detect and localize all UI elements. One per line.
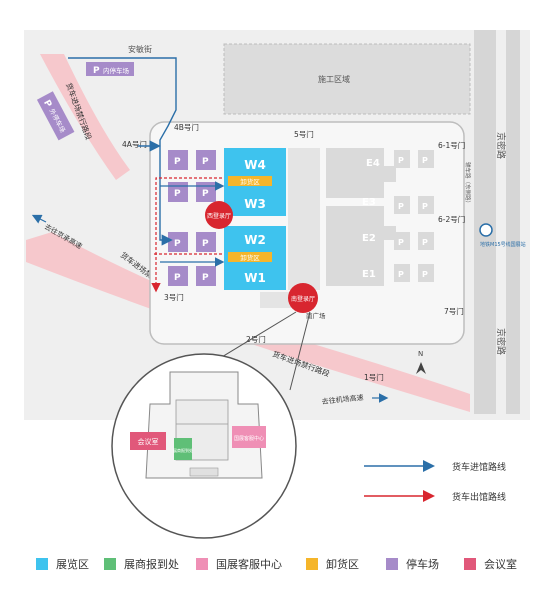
west-parking: P P P P P P P P [168, 150, 216, 286]
inner-parking-label: 内停车场 [103, 66, 130, 75]
compass: N [416, 350, 426, 374]
inset-checkin-label: 展商报到处 [173, 447, 193, 453]
gate-2: 2号门 [246, 335, 266, 344]
svg-text:P: P [422, 202, 428, 211]
hall-w3-label: W3 [244, 197, 266, 211]
inset-meeting-room [130, 432, 166, 450]
legend-label: 卸货区 [326, 558, 359, 571]
svg-text:E3: E3 [362, 197, 376, 208]
jingmi-road-edge [506, 30, 520, 414]
west-registration-label: 西登录厅 [207, 212, 231, 220]
gate-1: 1号门 [364, 373, 384, 382]
svg-text:P: P [398, 270, 404, 279]
east-halls: E4 E3 E2 E1 [326, 148, 396, 286]
compass-label: N [418, 350, 423, 358]
gate-6-2: 6-2号门 [438, 215, 465, 224]
legend-item-meeting: 会议室 [464, 556, 517, 572]
svg-text:P: P [174, 157, 181, 167]
legend-swatch [196, 558, 208, 570]
south-registration-hall [288, 283, 318, 313]
legend-item-checkin: 展商报到处 [104, 556, 179, 572]
svg-text:E4: E4 [366, 158, 380, 169]
to-jingcheng-arrow [31, 214, 47, 224]
svg-text:P: P [202, 157, 209, 167]
legend-label: 国展客服中心 [216, 558, 282, 571]
legend-item-service: 国展客服中心 [196, 556, 282, 572]
legend-label: 会议室 [484, 558, 517, 571]
jingmi-label-bottom: 京密路 [495, 328, 507, 355]
inner-parking-p: P [93, 66, 100, 76]
unload-zone-lower [228, 252, 272, 262]
inset-meeting-label: 会议室 [138, 437, 159, 446]
exit-route-legend-label: 货车出馆路线 [452, 491, 506, 503]
jingmi-road [474, 30, 496, 414]
legend-item-unload: 卸货区 [306, 556, 359, 572]
restricted-road-diagonal-a [40, 54, 130, 180]
hall-w2-label: W2 [244, 233, 266, 247]
svg-text:P: P [174, 189, 181, 199]
east-parking: P P P P P P P P [394, 150, 434, 282]
jingmi-label-top: 京密路 [495, 132, 507, 159]
unload-zone-upper-label: 卸货区 [240, 177, 260, 186]
gate-3: 3号门 [164, 293, 184, 302]
outer-parking: P 外停车场 [36, 91, 75, 141]
legend-swatch [306, 558, 318, 570]
svg-text:E1: E1 [362, 269, 376, 280]
svg-text:P: P [398, 238, 404, 247]
svg-text:P: P [202, 239, 209, 249]
construction-zone [223, 43, 471, 115]
legend-swatch [464, 558, 476, 570]
legend-label: 停车场 [406, 558, 439, 571]
gate-5: 5号门 [294, 130, 314, 139]
hall-w4-label: W4 [244, 158, 266, 172]
exit-route [151, 177, 222, 293]
unload-zone-lower-label: 卸货区 [240, 253, 260, 262]
legend-swatch [386, 558, 398, 570]
legend-swatch [36, 558, 48, 570]
south-square-label: 南广场 [306, 311, 326, 320]
inset-service-center [232, 426, 266, 448]
gate-4b: 4B号门 [174, 123, 199, 132]
west-registration-hall [205, 201, 233, 229]
metro-icon [479, 223, 493, 237]
svg-text:P: P [41, 99, 53, 110]
metro-label: 地铁M15号线国展站 [480, 241, 526, 248]
map-legend: 展览区 展商报到处 国展客服中心 卸货区 停车场 会议室 [0, 548, 554, 588]
callout-line-right [289, 311, 311, 391]
entry-route-legend-label: 货车进馆路线 [452, 461, 506, 473]
svg-text:P: P [422, 238, 428, 247]
construction-label: 施工区域 [318, 74, 350, 84]
inset-service-label: 国展客服中心 [234, 435, 264, 442]
gate-7: 7号门 [444, 307, 464, 316]
south-registration-label: 南登录厅 [291, 295, 315, 303]
legend-item-parking: 停车场 [386, 556, 439, 572]
unload-zone-upper [228, 176, 272, 186]
to-airport-label: 去往机场高速 [321, 393, 364, 406]
central-corridor [288, 148, 320, 290]
legend-item-hall: 展览区 [36, 556, 89, 572]
inset-checkin [174, 438, 192, 460]
legend-label: 展商报到处 [124, 558, 179, 571]
anmin-street-label: 安敏街 [128, 44, 152, 54]
svg-text:P: P [202, 273, 209, 283]
legend-label: 展览区 [56, 558, 89, 571]
svg-text:P: P [422, 270, 428, 279]
svg-text:E2: E2 [362, 233, 376, 244]
svg-text:P: P [422, 156, 428, 165]
entry-route [68, 57, 177, 246]
svg-text:P: P [202, 189, 209, 199]
svg-text:P: P [398, 202, 404, 211]
gate-6-1: 6-1号门 [438, 141, 465, 150]
svg-text:P: P [174, 273, 181, 283]
legend-swatch [104, 558, 116, 570]
svg-text:P: P [398, 156, 404, 165]
svg-text:P: P [174, 239, 181, 249]
service-road-label: 辅车路（东侧路） [464, 162, 472, 206]
gate-4a: 4A号门 [122, 140, 147, 149]
hall-w1-label: W1 [244, 271, 266, 285]
inner-parking-box [86, 62, 134, 76]
